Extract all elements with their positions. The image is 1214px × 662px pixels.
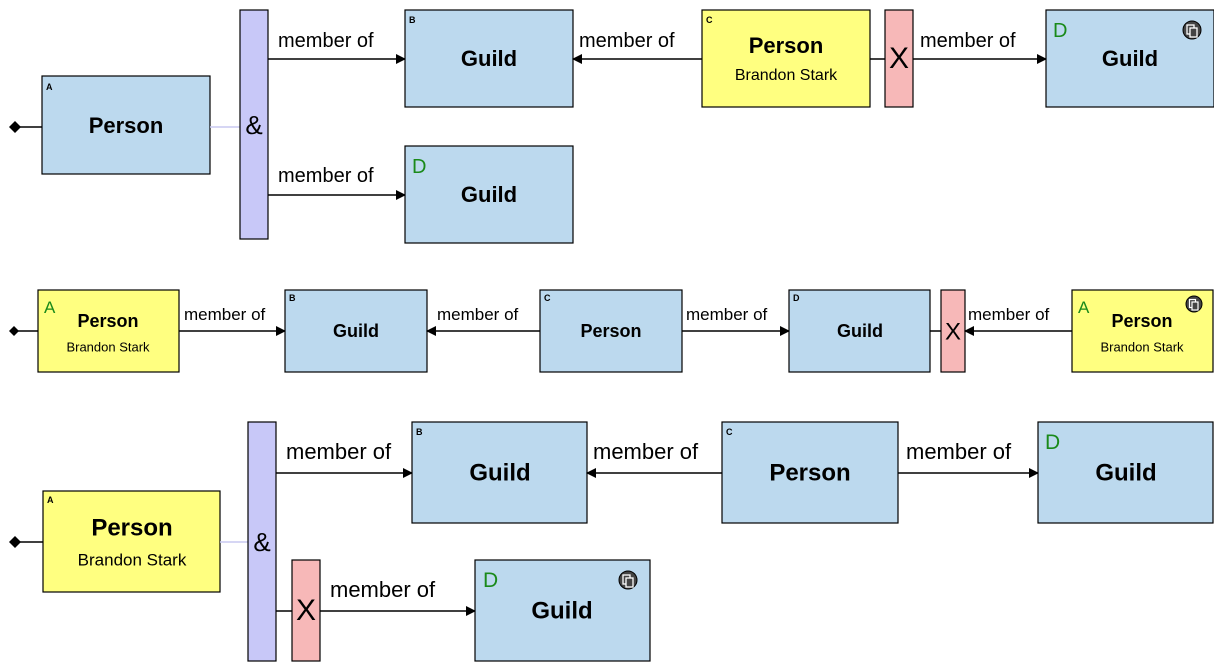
edge-label: member of — [686, 305, 768, 324]
node-variable: D — [412, 156, 426, 178]
node-a-person-output[interactable]: A Person Brandon Stark — [1071, 289, 1214, 373]
query-diagram-1: A Person & member of B Guild member of C… — [9, 9, 1214, 244]
node-title: Guild — [837, 321, 883, 341]
node-title: Person — [749, 33, 824, 58]
node-variable: A — [44, 298, 56, 317]
node-subtitle: Brandon Stark — [735, 67, 838, 84]
node-title: Guild — [469, 459, 530, 486]
edge-label: member of — [330, 577, 436, 602]
query-diagram-2: A Person Brandon Stark member of B Guild… — [9, 289, 1214, 373]
node-title: Person — [769, 459, 850, 486]
edge-label: member of — [184, 305, 266, 324]
node-title: Guild — [1095, 459, 1156, 486]
node-b-guild[interactable]: B Guild — [284, 289, 428, 373]
node-variable: A — [46, 82, 53, 92]
and-operator[interactable]: & — [239, 9, 269, 240]
node-d-guild-output[interactable]: D Guild — [1045, 9, 1214, 108]
node-title: Guild — [333, 321, 379, 341]
not-symbol: X — [889, 42, 909, 75]
node-title: Guild — [461, 46, 517, 71]
node-variable: D — [1053, 20, 1067, 42]
node-variable: C — [544, 293, 551, 303]
edge-label: member of — [437, 305, 519, 324]
edge-label: member of — [920, 30, 1016, 52]
edge-label: member of — [968, 305, 1050, 324]
node-subtitle: Brandon Stark — [78, 550, 187, 569]
node-title: Person — [77, 311, 138, 331]
copy-circle-icon[interactable] — [1182, 20, 1202, 40]
node-title: Guild — [531, 597, 592, 624]
node-title: Person — [91, 514, 172, 541]
node-title: Person — [580, 321, 641, 341]
node-variable: C — [706, 15, 713, 25]
node-title: Person — [1111, 311, 1172, 331]
not-operator[interactable]: X — [940, 289, 966, 373]
edge-label: member of — [286, 439, 392, 464]
edge-label: member of — [906, 439, 1012, 464]
edge-label: member of — [278, 165, 374, 187]
and-symbol: & — [253, 527, 270, 557]
node-b-guild[interactable]: B Guild — [404, 9, 574, 108]
node-c-person[interactable]: C Person Brandon Stark — [701, 9, 871, 108]
edge-label: member of — [593, 439, 699, 464]
node-variable: B — [416, 427, 423, 437]
node-c-person[interactable]: C Person — [539, 289, 683, 373]
node-subtitle: Brandon Stark — [66, 339, 150, 354]
node-variable: A — [1078, 298, 1090, 317]
node-subtitle: Brandon Stark — [1100, 339, 1184, 354]
node-d-guild-output[interactable]: D Guild — [474, 559, 651, 662]
edge-label: member of — [579, 30, 675, 52]
node-d-guild[interactable]: D Guild — [1037, 421, 1214, 524]
node-variable: D — [793, 293, 800, 303]
node-c-person[interactable]: C Person — [721, 421, 899, 524]
node-a-person[interactable]: A Person Brandon Stark — [42, 490, 221, 593]
and-symbol: & — [245, 110, 262, 140]
node-a-person[interactable]: A Person — [41, 75, 211, 175]
not-symbol: X — [945, 318, 961, 345]
node-variable: B — [409, 15, 416, 25]
query-diagram-3: A Person Brandon Stark & member of B Gui… — [9, 421, 1214, 662]
node-variable: D — [1045, 431, 1060, 454]
node-variable: C — [726, 427, 733, 437]
not-symbol: X — [296, 594, 316, 627]
and-operator[interactable]: & — [247, 421, 277, 662]
node-d-guild[interactable]: D Guild — [404, 145, 574, 244]
node-variable: A — [47, 495, 54, 505]
node-title: Guild — [461, 182, 517, 207]
node-variable: D — [483, 569, 498, 592]
copy-circle-icon[interactable] — [618, 570, 638, 590]
copy-circle-icon[interactable] — [1185, 295, 1203, 313]
node-title: Guild — [1102, 46, 1158, 71]
node-variable: B — [289, 293, 296, 303]
node-title: Person — [89, 113, 164, 138]
node-b-guild[interactable]: B Guild — [411, 421, 588, 524]
edge-label: member of — [278, 30, 374, 52]
node-d-guild[interactable]: D Guild — [788, 289, 931, 373]
not-operator[interactable]: X — [884, 9, 914, 108]
not-operator[interactable]: X — [291, 559, 321, 662]
node-a-person[interactable]: A Person Brandon Stark — [37, 289, 180, 373]
